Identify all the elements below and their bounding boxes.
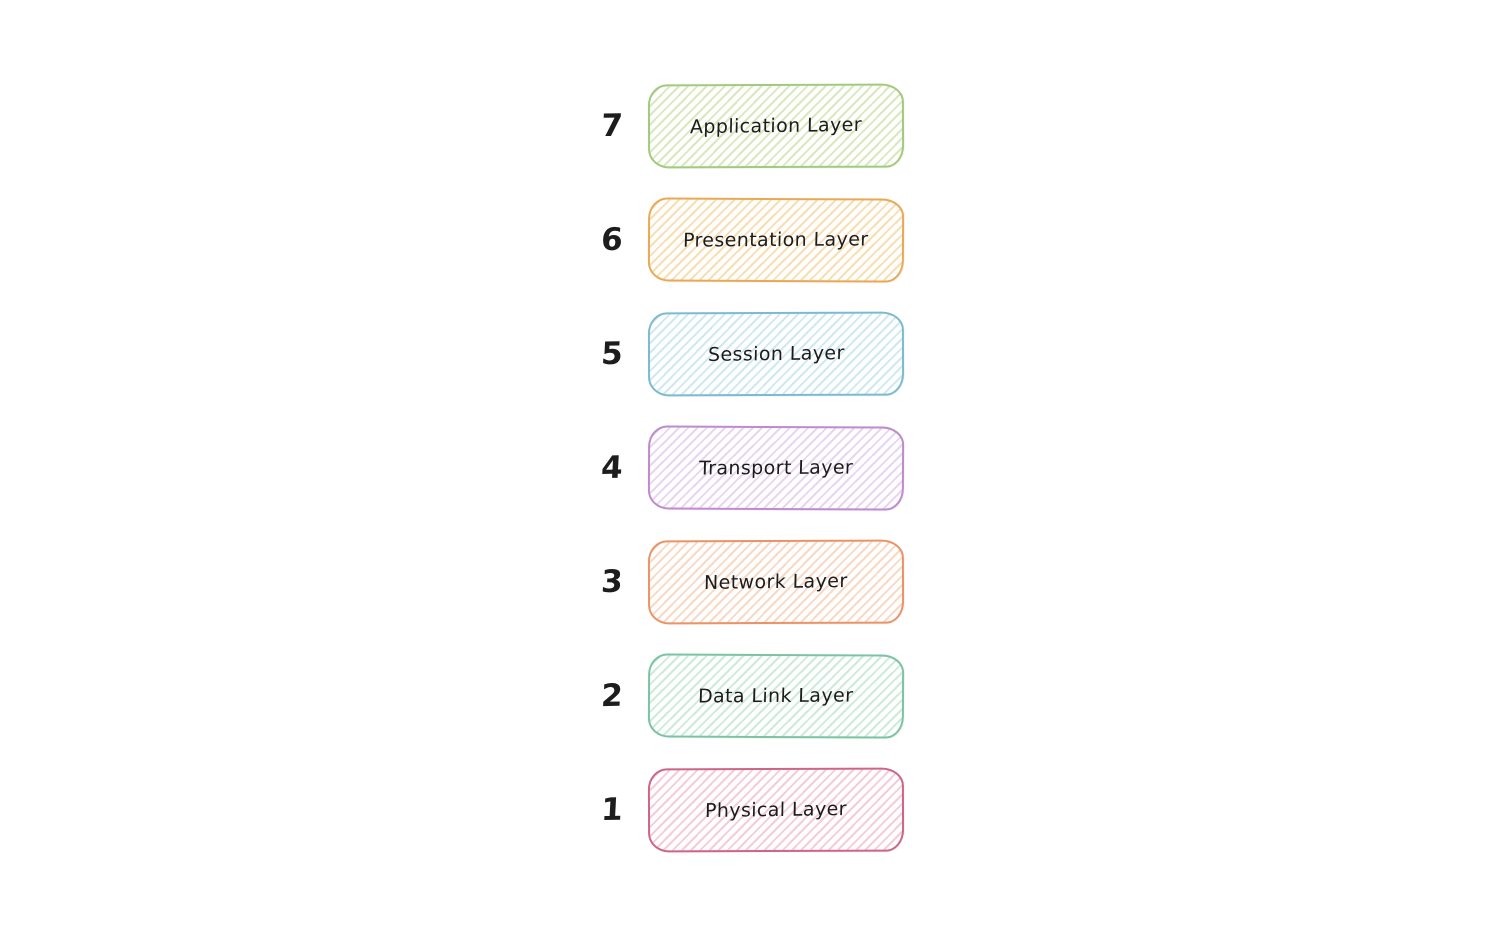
layer-row-6: 6 Presentation Layer [588,197,905,283]
layer-box-physical: Physical Layer [647,767,905,853]
layer-number-7: 7 [600,107,624,145]
layer-box-data-link: Data Link Layer [647,653,905,739]
layer-number-3: 3 [600,563,624,601]
layer-number-1: 1 [600,791,624,829]
layer-label-transport: Transport Layer [698,456,854,480]
layer-box-presentation: Presentation Layer [647,197,905,283]
layer-box-session: Session Layer [647,311,905,397]
layer-label-physical: Physical Layer [704,798,848,822]
layer-number-2: 2 [600,677,624,715]
osi-layers-diagram: 7 Application Layer 6 Presentation Layer… [588,83,905,882]
layer-number-5: 5 [600,335,624,373]
layer-row-5: 5 Session Layer [588,311,905,397]
layer-number-6: 6 [600,221,624,259]
layer-label-network: Network Layer [703,569,848,595]
layer-label-application: Application Layer [689,113,863,139]
layer-row-1: 1 Physical Layer [588,767,905,853]
layer-number-4: 4 [600,449,624,487]
layer-box-transport: Transport Layer [647,425,905,511]
layer-label-data-link: Data Link Layer [698,684,854,708]
layer-row-3: 3 Network Layer [588,539,905,625]
layer-row-7: 7 Application Layer [588,83,905,169]
layer-label-presentation: Presentation Layer [682,228,870,252]
layer-label-session: Session Layer [707,342,845,366]
layer-box-network: Network Layer [647,539,905,625]
layer-row-2: 2 Data Link Layer [588,653,905,739]
layer-box-application: Application Layer [647,83,905,169]
layer-row-4: 4 Transport Layer [588,425,905,511]
